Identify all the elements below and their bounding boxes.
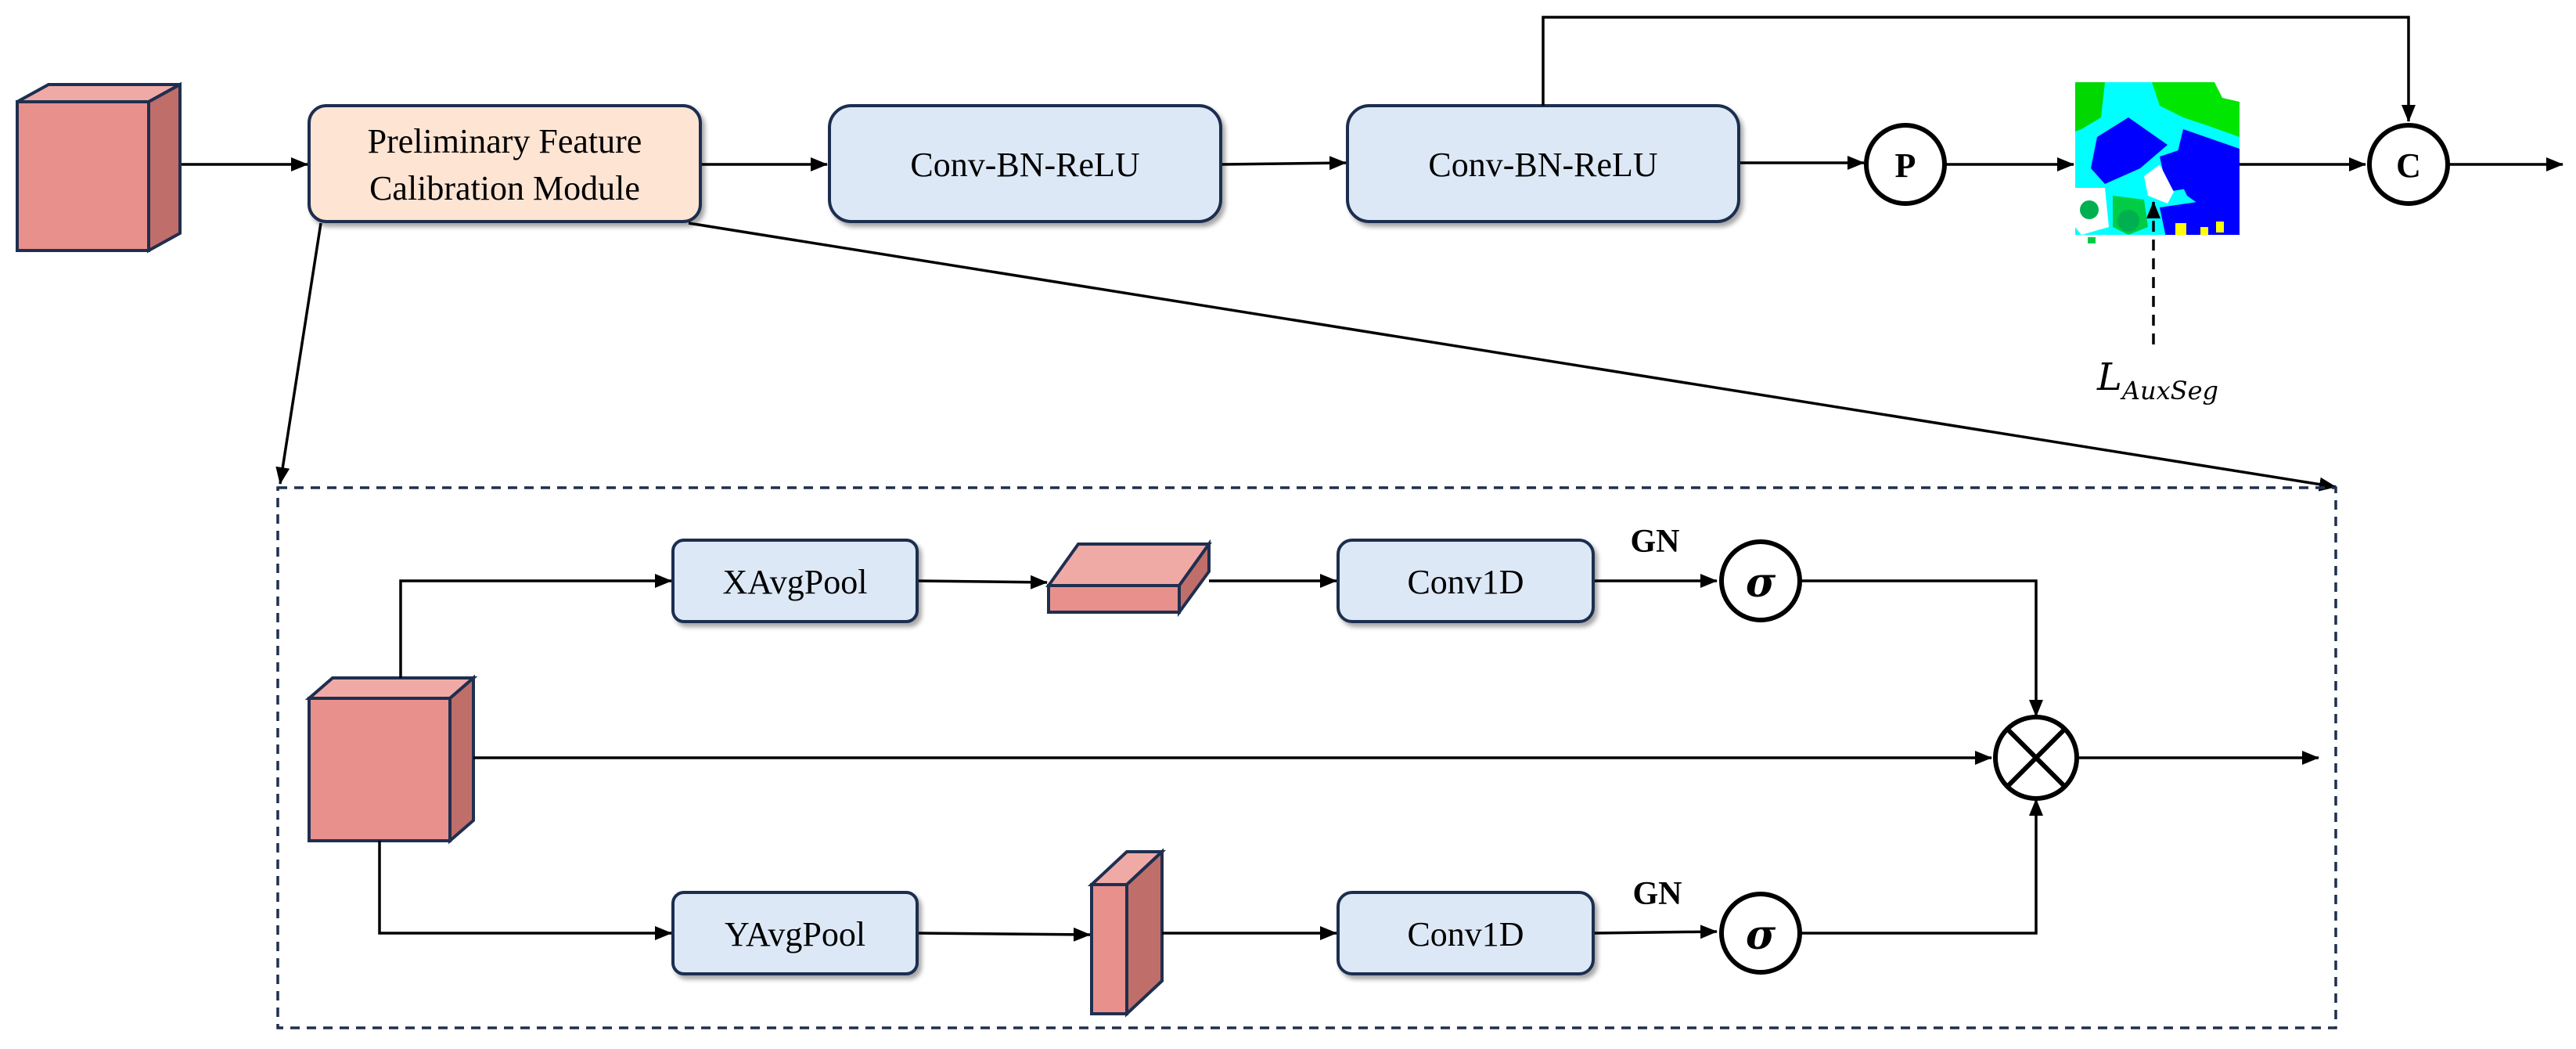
x-pooled-feature <box>1045 539 1212 618</box>
conv-bn-relu-1-label: Conv-BN-ReLU <box>910 146 1139 184</box>
multiply-op-circle <box>1993 715 2079 801</box>
aux-loss-subscript: AuxSeg <box>2120 376 2218 406</box>
zoom-line-right <box>688 222 2337 492</box>
pfcm-label-line2: Calibration Module <box>369 169 640 207</box>
conv1d-bottom-label: Conv1D <box>1407 915 1524 953</box>
projection-op-circle: P <box>1864 123 1947 206</box>
conv1d-top-box: Conv1D <box>1337 539 1595 623</box>
arrow-sigma-top-to-multiply <box>1800 579 2043 717</box>
arrow-conv1-to-conv2 <box>1221 156 1347 171</box>
aux-loss-label: LAuxSeg <box>2096 355 2218 406</box>
arrow-xavgpool-to-xfeature <box>918 575 1048 589</box>
conv-bn-relu-2-box: Conv-BN-ReLU <box>1346 104 1740 223</box>
arrow-cube-to-yavgpool <box>378 841 672 940</box>
sigmoid-bottom-circle: σ <box>1719 892 1802 975</box>
arrow-sigma-bottom-to-multiply <box>1800 798 2043 935</box>
sigmoid-top-label: σ <box>1746 559 1776 607</box>
y-pooled-feature <box>1087 848 1167 1018</box>
projection-op-label: P <box>1895 146 1916 185</box>
arrow-conv1d-bottom-to-sigma <box>1594 925 1718 939</box>
input-feature-cube <box>16 81 182 254</box>
arrow-yavgpool-to-yfeature <box>918 927 1091 942</box>
auxiliary-segmentation-map <box>2075 82 2240 245</box>
pfcm-label-line1: Preliminary Feature <box>368 122 642 160</box>
sigmoid-top-circle: σ <box>1719 539 1802 622</box>
conv-bn-relu-2-label: Conv-BN-ReLU <box>1428 146 1657 184</box>
sigmoid-bottom-label: σ <box>1746 911 1776 959</box>
yavgpool-box: YAvgPool <box>671 891 919 975</box>
detail-input-feature-cube <box>304 674 478 845</box>
concat-op-circle: C <box>2367 123 2450 206</box>
concat-op-label: C <box>2396 146 2421 185</box>
yavgpool-label: YAvgPool <box>725 915 865 953</box>
conv1d-top-label: Conv1D <box>1407 563 1524 601</box>
conv1d-bottom-box: Conv1D <box>1337 891 1595 975</box>
gn-top-label: GN <box>1631 524 1680 560</box>
conv-bn-relu-1-box: Conv-BN-ReLU <box>828 104 1222 223</box>
gn-bottom-label: GN <box>1633 876 1682 912</box>
skip-connection-conv2-to-concat <box>1542 16 2416 122</box>
zoom-line-left <box>275 222 322 485</box>
xavgpool-box: XAvgPool <box>671 539 919 623</box>
aux-loss-main: L <box>2096 355 2122 399</box>
arrow-cube-to-xavgpool <box>399 574 672 678</box>
xavgpool-label: XAvgPool <box>723 563 868 601</box>
pfcm-box: Preliminary Feature Calibration Module <box>308 104 702 223</box>
